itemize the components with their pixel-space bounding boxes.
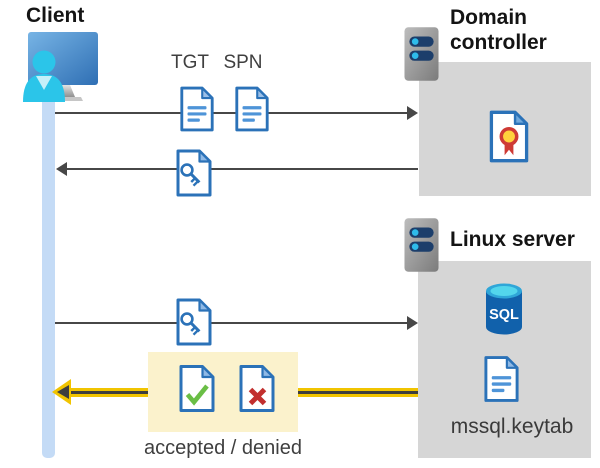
key-glyph xyxy=(180,312,201,336)
x-icon xyxy=(248,387,267,406)
arrowhead-client-to-dc xyxy=(407,106,418,120)
tgt-label: TGT xyxy=(171,52,209,73)
arrowhead-dc-to-client xyxy=(56,162,67,176)
tgt-ticket-icon xyxy=(180,86,214,132)
spn-ticket-icon xyxy=(235,86,269,132)
client-computer-user-icon xyxy=(23,32,98,102)
denied-ticket-icon xyxy=(239,365,275,412)
keytab-file-icon xyxy=(484,356,519,402)
service-ticket-key-icon-2 xyxy=(176,298,212,346)
linux-server-icon xyxy=(404,218,439,272)
arrowhead-client-to-linux xyxy=(407,316,418,330)
yellow-arrow-segment-right xyxy=(298,388,418,397)
client-lifeline xyxy=(42,88,55,458)
client-title: Client xyxy=(26,4,85,27)
result-label: accepted / denied xyxy=(144,437,302,459)
arrow-client-to-linux xyxy=(55,322,411,324)
accepted-ticket-icon xyxy=(179,365,215,412)
arrow-client-to-dc xyxy=(55,112,411,114)
seal xyxy=(499,127,519,146)
linux-server-title: Linux server xyxy=(450,228,575,251)
spn-label: SPN xyxy=(223,52,263,73)
domain-controller-server-icon xyxy=(404,27,439,81)
yellow-arrow-segment-left xyxy=(70,388,148,397)
key-glyph xyxy=(180,163,201,187)
service-ticket-key-icon xyxy=(176,149,212,197)
check-icon xyxy=(185,384,209,406)
person-collar xyxy=(36,76,52,90)
domain-controller-title: Domain controller xyxy=(450,6,547,54)
yellow-arrowhead xyxy=(57,385,69,399)
sql-badge-text: SQL xyxy=(489,307,519,323)
arrow-dc-to-client xyxy=(66,168,418,170)
sql-database-icon: SQL xyxy=(486,283,522,335)
keytab-file-label: mssql.keytab xyxy=(450,415,574,438)
certificate-icon xyxy=(489,110,529,163)
person-head xyxy=(32,50,56,74)
